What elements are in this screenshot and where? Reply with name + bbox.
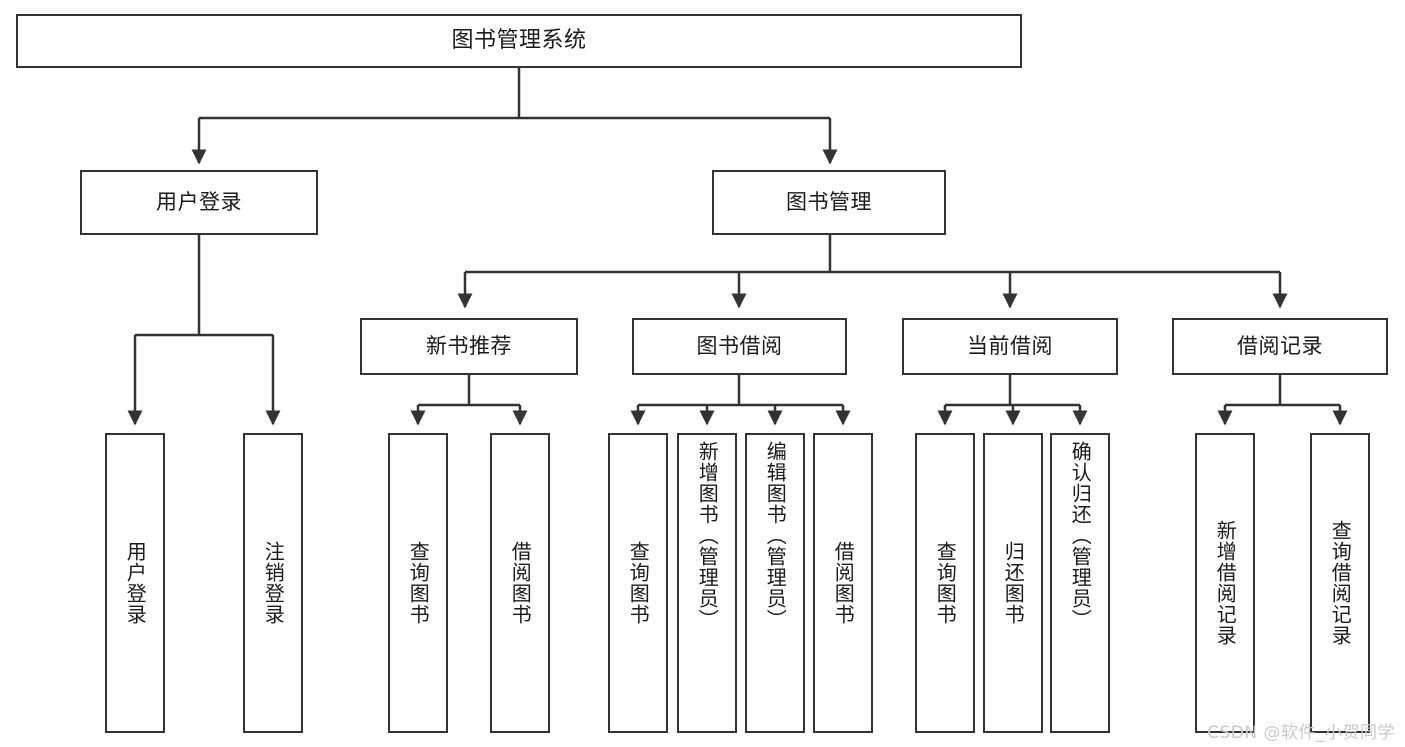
- node-label: 查询图书: [626, 541, 651, 625]
- node-leaf-query-borrow-record[interactable]: 查询借阅记录: [1310, 433, 1370, 733]
- node-label: 用户登录: [156, 189, 242, 214]
- node-root-book-management-system[interactable]: 图书管理系统: [16, 14, 1022, 68]
- node-leaf-query-book-current[interactable]: 查询图书: [915, 433, 975, 733]
- node-leaf-confirm-return-admin[interactable]: 确认归还（管理员）: [1050, 433, 1110, 733]
- node-label: 新增借阅记录: [1213, 520, 1238, 646]
- node-current-borrow[interactable]: 当前借阅: [902, 318, 1118, 375]
- node-book-manage[interactable]: 图书管理: [712, 170, 946, 235]
- node-book-borrow[interactable]: 图书借阅: [632, 318, 847, 375]
- node-leaf-logout-login[interactable]: 注销登录: [243, 433, 303, 733]
- node-label: 查询图书: [406, 541, 431, 625]
- node-label: 注销登录: [261, 541, 286, 625]
- node-leaf-borrow-book-borrow[interactable]: 借阅图书: [813, 433, 873, 733]
- node-label: 图书管理: [786, 189, 872, 214]
- node-leaf-add-borrow-record[interactable]: 新增借阅记录: [1195, 433, 1255, 733]
- node-label: 借阅图书: [831, 541, 856, 625]
- node-label: 图书借阅: [696, 333, 783, 358]
- node-borrow-record[interactable]: 借阅记录: [1172, 318, 1388, 375]
- node-label: 编辑图书（管理员）: [763, 441, 788, 630]
- node-label: 新书推荐: [426, 333, 512, 358]
- node-leaf-user-login[interactable]: 用户登录: [105, 433, 165, 733]
- node-leaf-return-book[interactable]: 归还图书: [983, 433, 1043, 733]
- node-label: 确认归还（管理员）: [1068, 441, 1093, 630]
- node-leaf-borrow-book-recommend[interactable]: 借阅图书: [490, 433, 550, 733]
- node-new-book-recommend[interactable]: 新书推荐: [360, 318, 578, 375]
- node-label: 当前借阅: [967, 333, 1053, 358]
- node-user-login[interactable]: 用户登录: [80, 170, 318, 235]
- node-label: 查询借阅记录: [1328, 520, 1353, 646]
- node-leaf-edit-book-admin[interactable]: 编辑图书（管理员）: [745, 433, 805, 733]
- node-label: 图书管理系统: [451, 27, 587, 53]
- node-label: 用户登录: [123, 541, 148, 625]
- node-leaf-add-book-admin[interactable]: 新增图书（管理员）: [677, 433, 737, 733]
- node-leaf-query-book-recommend[interactable]: 查询图书: [388, 433, 448, 733]
- node-label: 借阅图书: [508, 541, 533, 625]
- node-label: 归还图书: [1001, 541, 1026, 625]
- node-label: 查询图书: [933, 541, 958, 625]
- node-label: 借阅记录: [1237, 333, 1323, 358]
- node-leaf-query-book-borrow[interactable]: 查询图书: [608, 433, 668, 733]
- node-label: 新增图书（管理员）: [695, 441, 720, 630]
